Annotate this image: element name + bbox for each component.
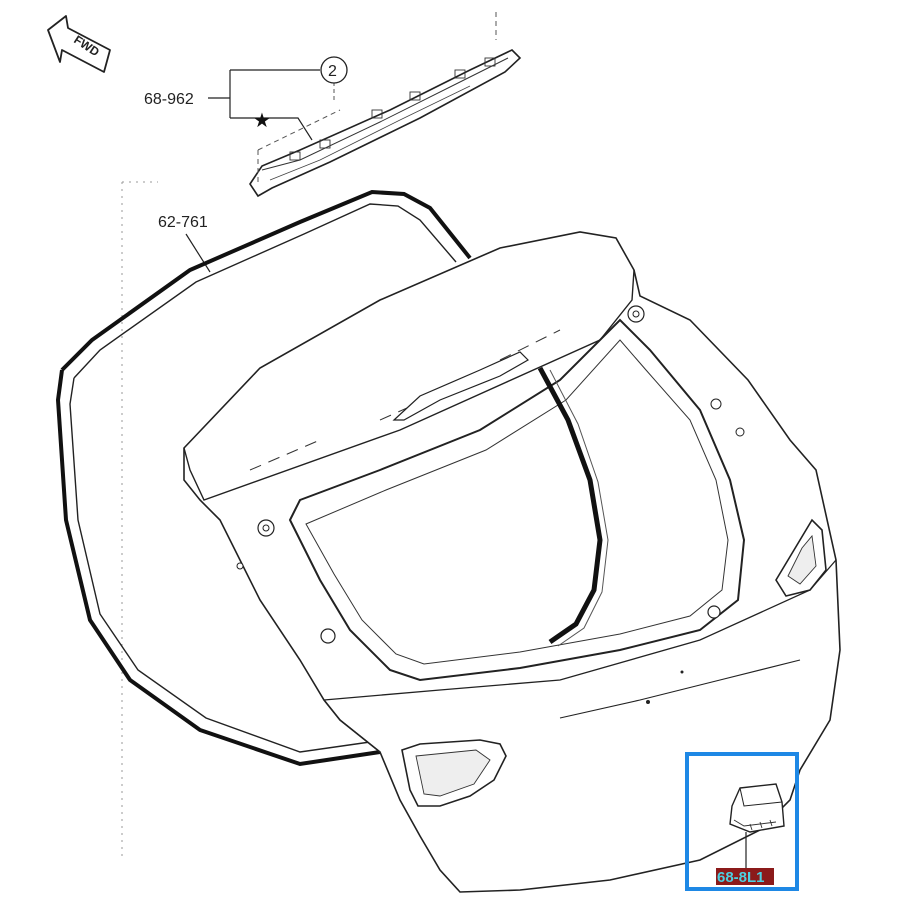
- callout-68-8L1[interactable]: 68-8L1: [717, 869, 765, 886]
- reference-bubble-2[interactable]: 2: [320, 56, 348, 84]
- callout-leader-62-761: [185, 233, 211, 273]
- callout-68-962[interactable]: 68-962: [144, 91, 194, 108]
- reference-bubble-number: 2: [328, 63, 337, 80]
- highlight-box: [685, 752, 799, 891]
- weatherstrip-seal-part[interactable]: [55, 189, 472, 767]
- callout-leader-68-962: [208, 69, 320, 141]
- rear-spoiler-part[interactable]: [249, 49, 522, 198]
- part-label-background: [716, 868, 774, 885]
- trim-clip-icon: [729, 783, 785, 833]
- fwd-arrow-icon: FWD: [47, 15, 111, 73]
- callout-62-761[interactable]: 62-761: [158, 214, 208, 231]
- liftgate-panel: [183, 231, 841, 893]
- exploded-view-guide-line: [257, 12, 497, 186]
- star-marker-icon: ★: [253, 110, 271, 132]
- highlighted-part-68-8L1[interactable]: 68-8L1: [685, 752, 799, 891]
- reference-dotted-line: [121, 181, 158, 860]
- rear-window-opening: [288, 318, 746, 682]
